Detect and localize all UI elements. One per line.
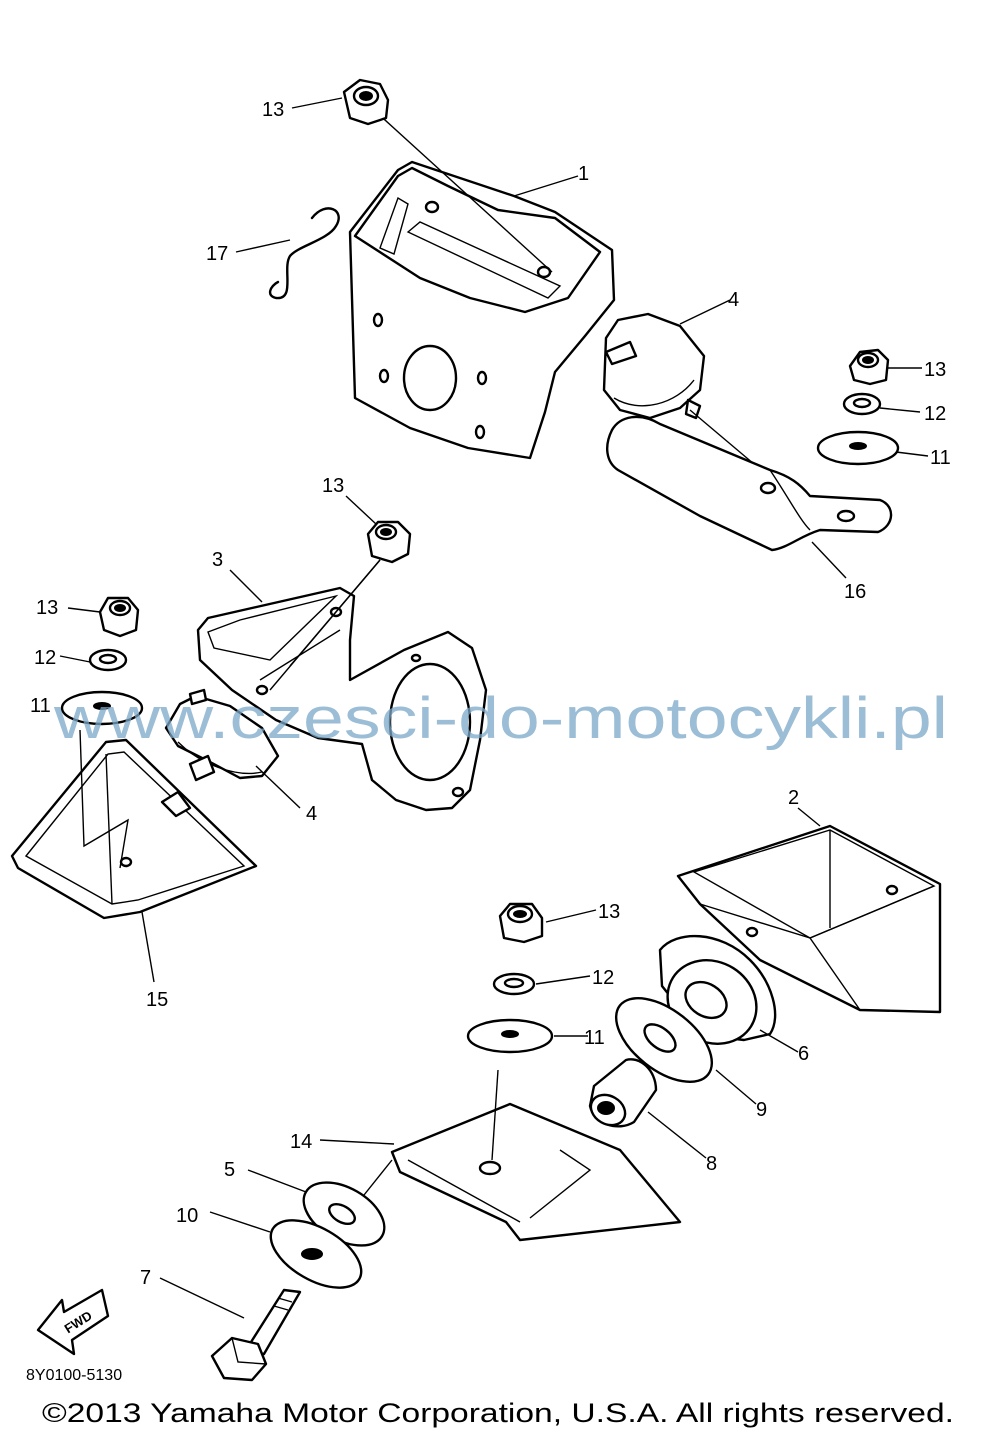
- part-11-flat-washer-right: [816, 430, 900, 466]
- part-13-nut-right: [848, 348, 890, 386]
- callout-6: 6: [798, 1043, 809, 1065]
- part-11-flat-washer-left: [60, 690, 144, 726]
- callout-12-left: 12: [34, 647, 56, 669]
- callout-4-lower: 4: [306, 803, 317, 825]
- watermark-text: www.czesci-do-motocykli.pl: [53, 686, 948, 751]
- callout-11-lower: 11: [584, 1027, 605, 1049]
- part-1-upper-bracket: [348, 109, 616, 460]
- part-17-clip: [268, 207, 340, 300]
- callout-numbers: 13 1 17 4 13 12 11 16 13 3 13 12 11 4 15…: [30, 99, 951, 1289]
- part-13-nut-lower: [498, 902, 544, 944]
- callout-5: 5: [224, 1159, 235, 1181]
- callout-12-lower: 12: [592, 967, 614, 989]
- callout-13-top: 13: [262, 99, 284, 121]
- callout-11-right: 11: [930, 447, 951, 469]
- part-8-collar: [588, 1058, 658, 1128]
- part-10-plate-washer: [269, 1219, 363, 1289]
- part-12-spring-washer-left: [88, 648, 128, 672]
- part-15-lower-left-bracket: [10, 729, 258, 920]
- part-12-spring-washer-right: [842, 392, 882, 416]
- part-14-lower-plate: [359, 1069, 682, 1242]
- part-7-bolt: [210, 1288, 302, 1382]
- callout-13-right: 13: [924, 359, 946, 381]
- callout-7: 7: [140, 1267, 151, 1289]
- callout-17: 17: [206, 243, 228, 265]
- part-13-nut-top: [342, 78, 390, 126]
- callout-1: 1: [578, 163, 589, 185]
- part-11-flat-washer-lower: [466, 1018, 554, 1054]
- callout-12-right: 12: [924, 403, 946, 425]
- part-4-rubber-mount-upper: [602, 312, 781, 487]
- fwd-arrow-icon: FWD: [36, 1288, 110, 1356]
- callout-8: 8: [706, 1153, 717, 1175]
- part-4-rubber-mount-lower: [164, 688, 280, 782]
- callout-9: 9: [756, 1099, 767, 1121]
- callout-leader-lines: [59, 97, 929, 1319]
- diagram-code: 8Y0100-5130: [26, 1367, 122, 1384]
- callout-16: 16: [844, 581, 866, 603]
- callout-13-left: 13: [36, 597, 58, 619]
- part-13-nut-middle: [366, 520, 412, 564]
- callout-15: 15: [146, 989, 168, 1011]
- part-13-nut-left: [98, 596, 140, 638]
- callout-4-upper: 4: [728, 289, 739, 311]
- part-2-lower-right-bracket: [676, 824, 942, 1014]
- copyright-notice: ©2013 Yamaha Motor Corporation, U.S.A. A…: [42, 1398, 954, 1428]
- callout-2: 2: [788, 787, 799, 809]
- part-9-washer: [614, 996, 714, 1084]
- callout-11-left: 11: [30, 695, 51, 717]
- callout-14: 14: [290, 1131, 312, 1153]
- callout-10: 10: [176, 1205, 198, 1227]
- callout-13-middle: 13: [322, 475, 344, 497]
- part-16-strap-bracket: [606, 415, 893, 552]
- part-3-middle-bracket: [196, 559, 488, 812]
- callout-3: 3: [212, 549, 223, 571]
- callout-13-lower: 13: [598, 901, 620, 923]
- part-12-spring-washer-lower: [492, 972, 536, 996]
